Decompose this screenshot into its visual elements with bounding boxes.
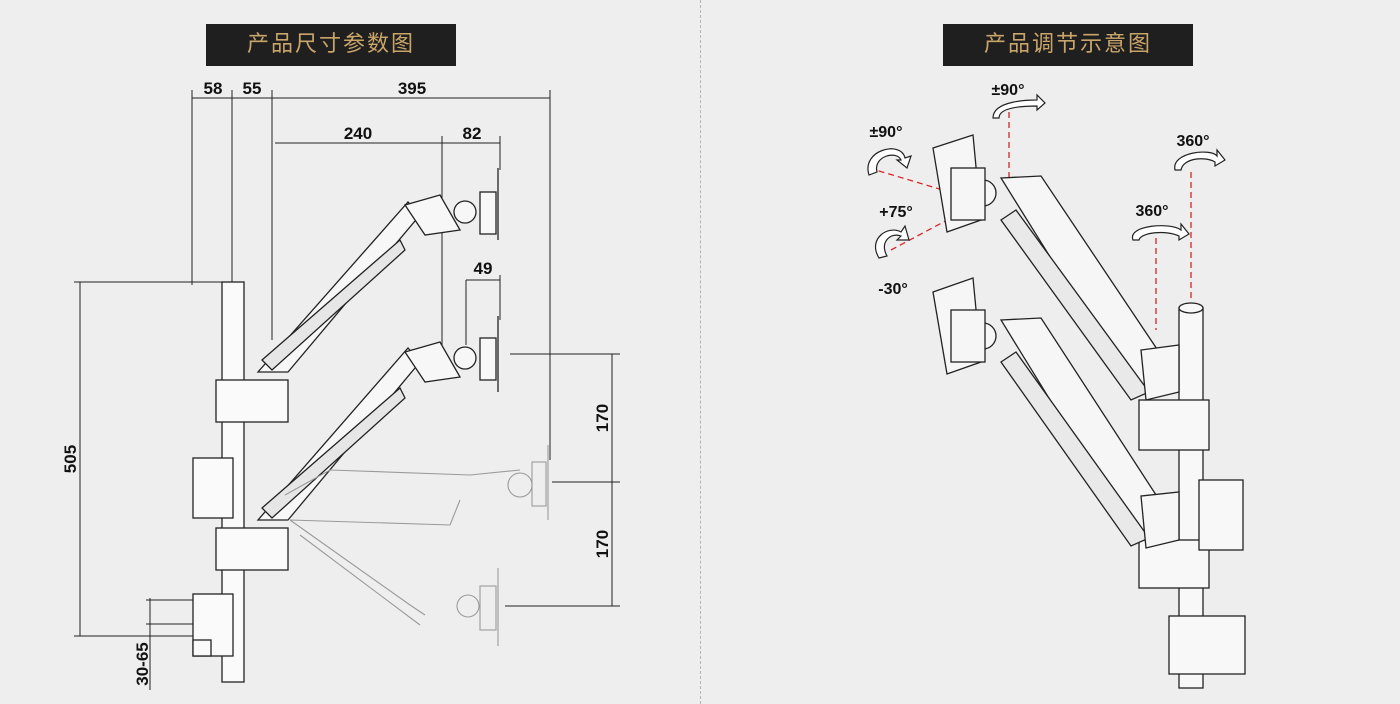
dimension-panel: 产品尺寸参数图: [61, 24, 620, 690]
dimension-drawing: 58 55 395 240 82 49 505 170 170 30-65: [61, 79, 620, 690]
panel-divider: [700, 0, 701, 704]
dim-170-top: 170: [593, 404, 612, 432]
dim-170-bottom: 170: [593, 530, 612, 558]
adjustment-title: 产品调节示意图: [943, 24, 1193, 66]
adjustment-panel: 产品调节示意图: [701, 0, 1400, 704]
dim-82: 82: [463, 124, 482, 143]
angle-tilt-label: ±90°: [992, 82, 1025, 99]
dimension-title: 产品尺寸参数图: [206, 24, 456, 66]
dim-395: 395: [398, 79, 426, 98]
angle-arm-360-label: 360°: [1135, 203, 1168, 220]
rotation-arrow-icon: [867, 148, 912, 176]
dim-30-65: 30-65: [133, 642, 152, 685]
angle-rotate-label: ±90°: [870, 124, 903, 141]
angle-up-label: +75°: [879, 204, 913, 221]
dim-58: 58: [204, 79, 223, 98]
angle-down-label: -30°: [878, 281, 908, 298]
dim-505: 505: [61, 445, 80, 473]
adjustment-drawing: ±90° ±90° +75° -30° 360° 360°: [867, 82, 1246, 689]
dim-240: 240: [344, 124, 372, 143]
dim-55: 55: [243, 79, 262, 98]
rotation-arrow-icon: [1132, 222, 1190, 242]
rotation-arrow-icon: [992, 93, 1046, 119]
rotation-arrow-icon: [1174, 148, 1226, 171]
dim-49: 49: [474, 259, 493, 278]
angle-pole-360-label: 360°: [1176, 133, 1209, 150]
rotation-arrow-icon: [875, 224, 910, 259]
